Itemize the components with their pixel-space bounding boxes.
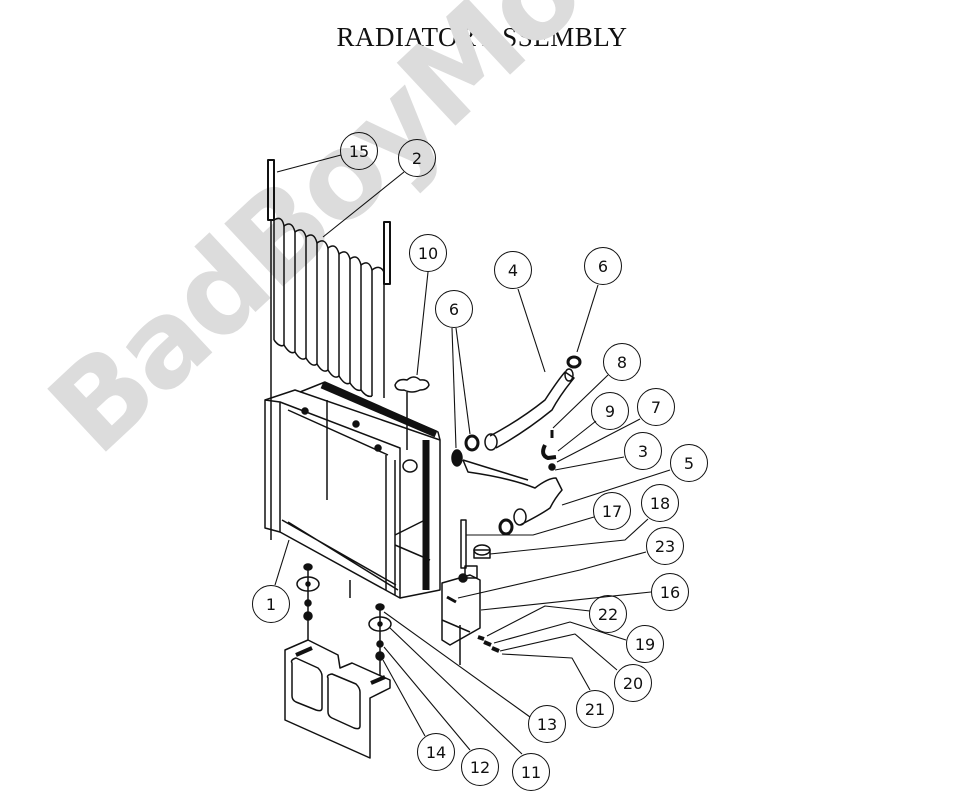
upper-hose-4 xyxy=(484,368,575,451)
overflow-tank-16 xyxy=(441,519,500,665)
callout-11: 11 xyxy=(512,753,550,791)
small-fittings xyxy=(541,430,557,471)
callout-17: 17 xyxy=(593,492,631,530)
callout-4: 4 xyxy=(494,251,532,289)
callout-2: 2 xyxy=(398,139,436,177)
bracket-15 xyxy=(267,159,391,285)
hose-clamps-6 xyxy=(451,355,582,536)
callout-3: 3 xyxy=(624,432,662,470)
mounting-plate xyxy=(284,639,391,759)
lower-hose-5 xyxy=(462,459,563,526)
callout-16: 16 xyxy=(651,573,689,611)
callout-12: 12 xyxy=(461,748,499,786)
mount-hardware xyxy=(296,563,392,676)
radiator-1 xyxy=(264,381,441,599)
callout-15: 15 xyxy=(340,132,378,170)
callout-6-upper: 6 xyxy=(584,247,622,285)
callout-14: 14 xyxy=(417,733,455,771)
shroud-2 xyxy=(270,217,385,540)
callout-22: 22 xyxy=(589,595,627,633)
callout-6-lower: 6 xyxy=(435,290,473,328)
leader-lines xyxy=(274,154,671,755)
callout-18: 18 xyxy=(641,484,679,522)
callout-9: 9 xyxy=(591,392,629,430)
callout-20: 20 xyxy=(614,664,652,702)
page-title: RADIATOR ASSEMBLY xyxy=(336,22,628,52)
callout-21: 21 xyxy=(576,690,614,728)
callout-7: 7 xyxy=(637,388,675,426)
callout-13: 13 xyxy=(528,705,566,743)
callout-10: 10 xyxy=(409,234,447,272)
callout-5: 5 xyxy=(670,444,708,482)
callout-1: 1 xyxy=(252,585,290,623)
callout-23: 23 xyxy=(646,527,684,565)
callout-19: 19 xyxy=(626,625,664,663)
radiator-cap-10 xyxy=(394,376,430,450)
callout-8: 8 xyxy=(603,343,641,381)
